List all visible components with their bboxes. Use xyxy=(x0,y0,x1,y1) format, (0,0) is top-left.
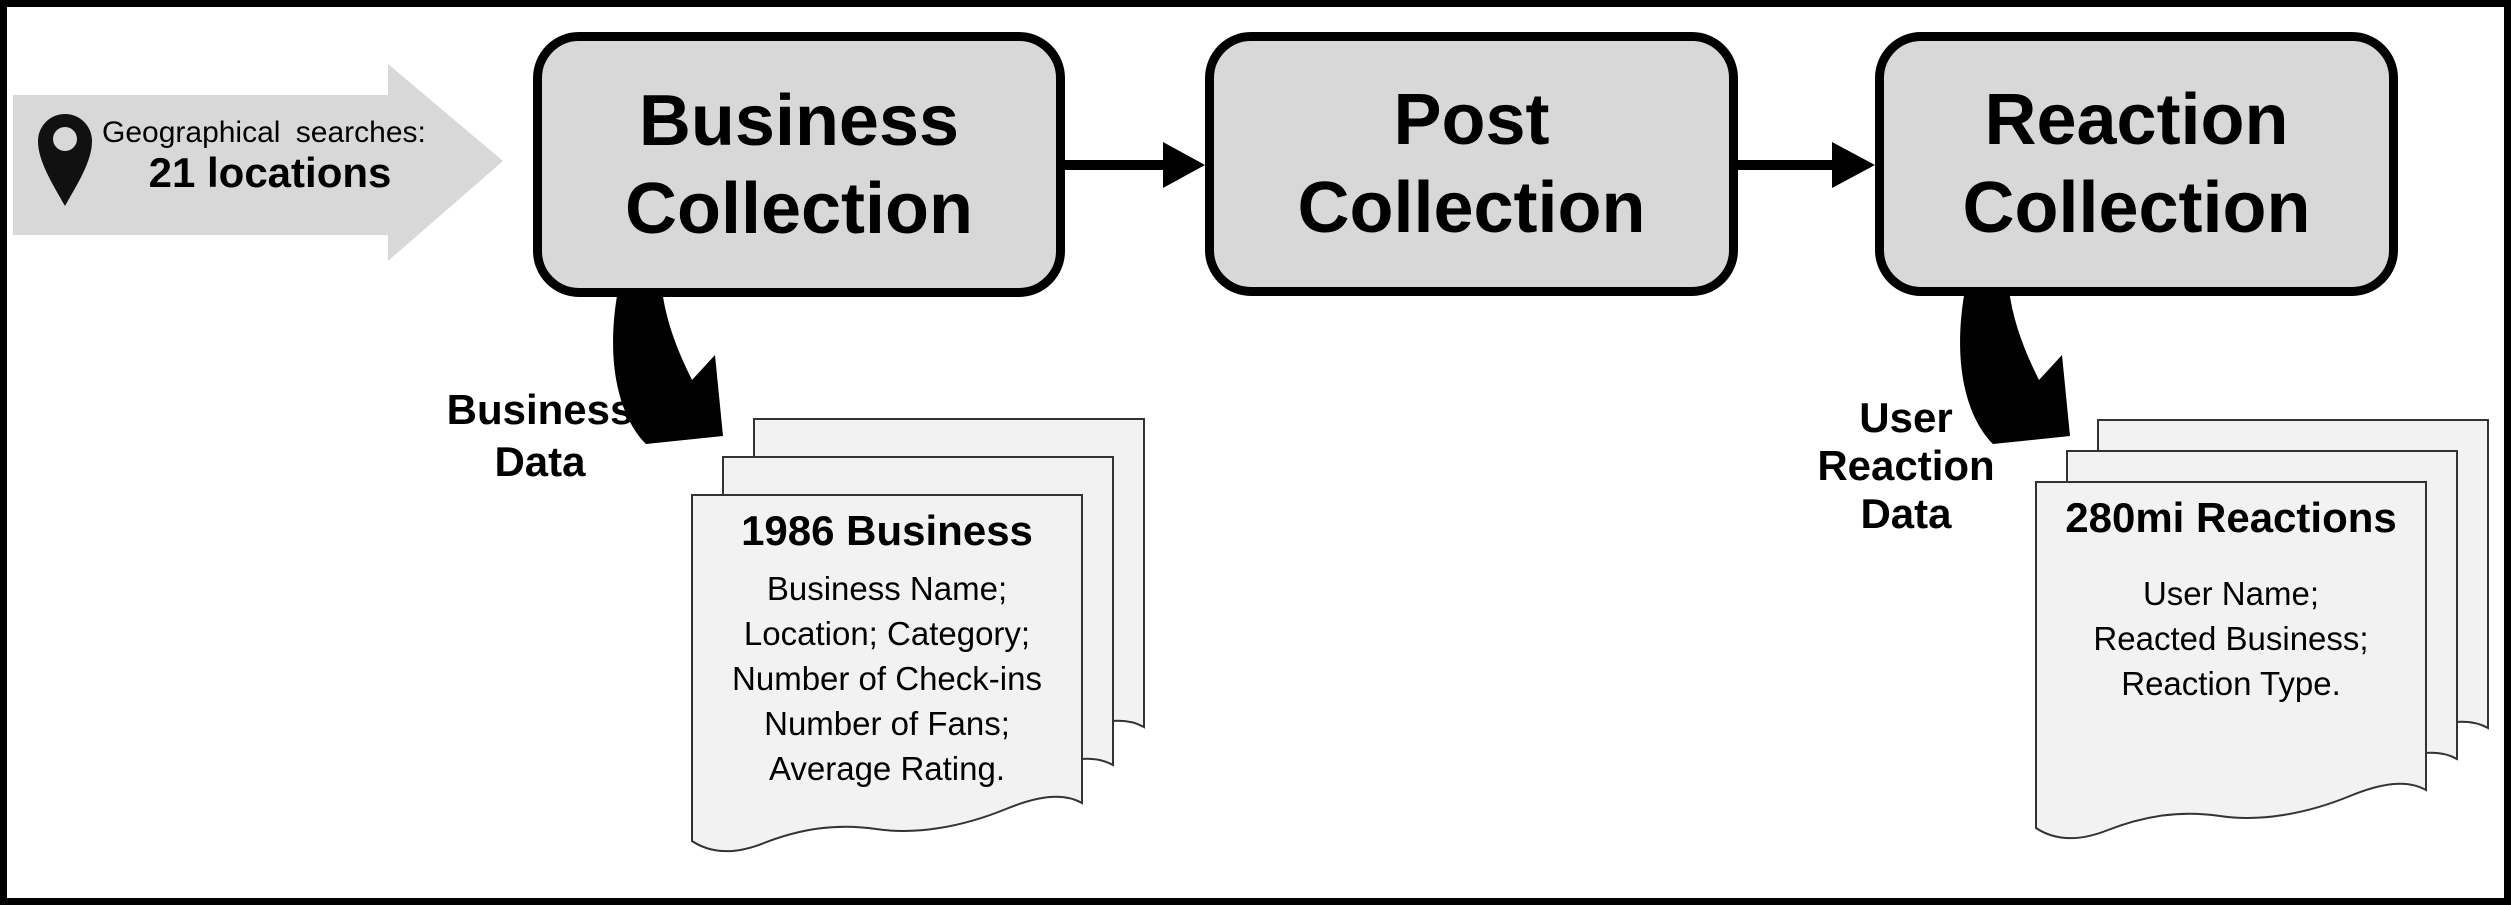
step-title-line: Collection xyxy=(1297,168,1646,248)
step-title-line: Post xyxy=(1393,80,1550,160)
arrow-business-to-post xyxy=(1065,142,1205,188)
input-block-arrow xyxy=(13,64,503,261)
label-line: Data xyxy=(494,438,586,485)
step-title-line: Reaction xyxy=(1984,80,2289,160)
document-line: Business Name; xyxy=(766,570,1008,607)
document-title: 1986 Business xyxy=(741,507,1033,554)
arrow-post-to-reaction xyxy=(1738,142,1875,188)
reaction-document-stack xyxy=(2035,419,2489,840)
business-data-label: Business Data xyxy=(390,384,690,488)
business-document-text: 1986 Business Business Name; Location; C… xyxy=(702,506,1072,791)
step-title-line: Collection xyxy=(624,168,973,249)
step-title-line: Business xyxy=(638,80,960,161)
curved-arrow-reaction-data xyxy=(1960,290,2070,444)
geo-search-count: 21 locations xyxy=(148,149,392,196)
business-document-stack xyxy=(691,418,1145,853)
location-pin-icon xyxy=(38,114,92,206)
document-line: Number of Check-ins xyxy=(732,660,1042,697)
document-line: Reaction Type. xyxy=(2121,665,2341,702)
document-line: Reacted Business; xyxy=(2093,620,2369,657)
document-page xyxy=(691,494,1083,853)
user-reaction-data-label: User Reaction Data xyxy=(1756,394,2056,538)
curved-arrow-business-data xyxy=(613,290,723,444)
geo-search-label: Geographical searches: xyxy=(102,116,426,149)
document-line: Average Rating. xyxy=(768,750,1006,787)
document-line: Number of Fans; xyxy=(764,705,1010,742)
document-line: User Name; xyxy=(2142,575,2320,612)
document-line: Location; Category; xyxy=(743,615,1031,652)
label-line: Reaction xyxy=(1817,442,1995,489)
step-business-collection: Business Collection xyxy=(533,32,1065,297)
label-line: User xyxy=(1859,394,1953,441)
reaction-document-text: 280mi Reactions User Name; Reacted Busin… xyxy=(2046,493,2416,706)
step-title-line: Collection xyxy=(1962,168,2311,248)
step-post-collection: Post Collection xyxy=(1205,32,1738,296)
label-line: Business xyxy=(446,386,634,433)
step-reaction-collection: Reaction Collection xyxy=(1875,32,2398,296)
label-line: Data xyxy=(1860,490,1952,537)
document-title: 280mi Reactions xyxy=(2065,494,2397,541)
document-page xyxy=(2035,481,2427,840)
